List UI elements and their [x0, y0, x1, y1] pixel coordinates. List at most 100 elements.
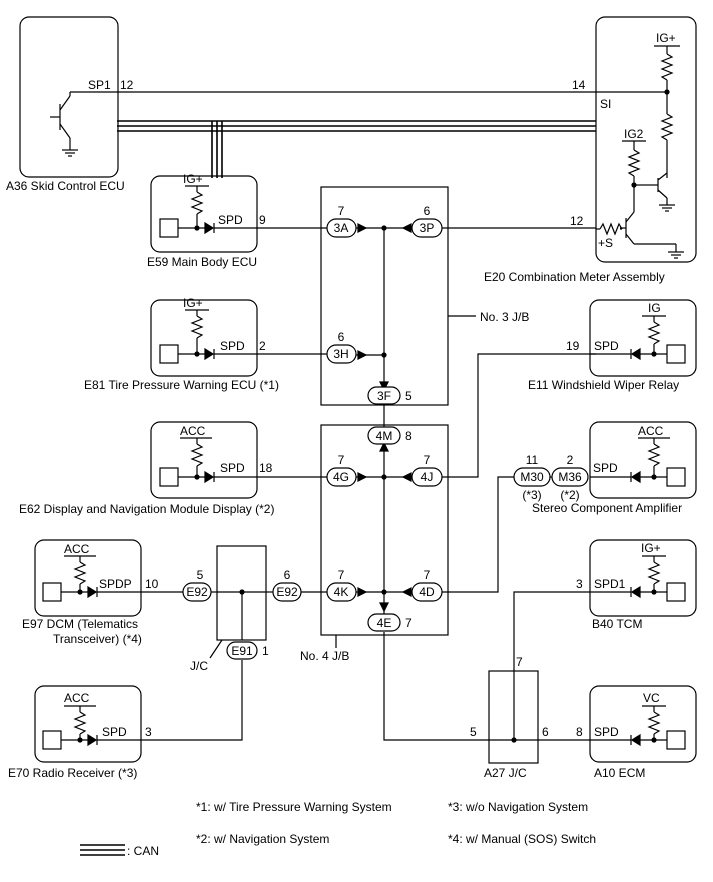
connector-4d-name: 4D — [419, 585, 435, 599]
meter-pin14: 14 — [572, 78, 586, 92]
dcm-label-1: E97 DCM (Telematics — [22, 617, 138, 631]
connector-4j-shape — [411, 467, 443, 487]
connector-m36-name: M36 — [558, 470, 582, 484]
connector-4d-pin: 7 — [424, 568, 431, 582]
main-body-label: E59 Main Body ECU — [147, 255, 257, 269]
a27-internal-wiring — [489, 671, 538, 743]
ecm-box — [589, 685, 697, 763]
note-3: *3: w/o Navigation System — [448, 800, 588, 814]
jb4-to-a27-wire — [383, 632, 489, 741]
dcm-acc: ACC — [64, 542, 90, 556]
stereo-amp-box — [589, 421, 697, 499]
radio-spd: SPD — [102, 725, 127, 739]
note-1: *1: w/ Tire Pressure Warning System — [196, 800, 392, 814]
connector-4g-name: 4G — [333, 470, 349, 484]
tpw-label: E81 Tire Pressure Warning ECU (*1) — [84, 378, 279, 392]
jc-e-label: J/C — [190, 659, 208, 673]
connector-4k-shape — [326, 582, 357, 602]
connector-4j-name: 4J — [421, 470, 434, 484]
connector-e91-pin: 1 — [262, 644, 269, 658]
ecm-spd: SPD — [594, 725, 619, 739]
skid-transistor-symbol — [50, 91, 118, 157]
tcm-label: B40 TCM — [592, 617, 642, 631]
display-label: E62 Display and Navigation Module Displa… — [19, 502, 274, 516]
main-body-ecu-circuit — [159, 185, 257, 238]
a27-pin5: 5 — [470, 725, 477, 739]
wiper-label: E11 Windshield Wiper Relay — [528, 378, 679, 392]
connector-3p-shape — [411, 218, 443, 238]
connector-e91-shape — [226, 641, 258, 660]
tcm-circuit — [590, 555, 686, 602]
can-bus — [117, 120, 596, 178]
connector-3a-pin: 7 — [338, 204, 345, 218]
amp-label: Stereo Component Amplifier — [532, 501, 682, 515]
jb4-label: No. 4 J/B — [300, 649, 349, 663]
connector-m30-name: M30 — [520, 470, 544, 484]
jb4-to-wiper-wire — [442, 353, 596, 478]
tcm-box — [589, 539, 697, 617]
connector-4m-name: 4M — [376, 429, 393, 443]
radio-receiver-box — [34, 685, 142, 763]
amp-acc: ACC — [638, 424, 664, 438]
meter-ig2-label: IG2 — [624, 127, 644, 141]
connector-4e-pin: 7 — [405, 616, 412, 630]
connector-4m-pin: 8 — [405, 429, 412, 443]
a27-pin7: 7 — [516, 655, 523, 669]
skid-control-ecu-box — [19, 16, 119, 178]
ecm-label: A10 ECM — [594, 766, 645, 780]
meter-internal-circuit — [596, 45, 684, 259]
meter-label: E20 Combination Meter Assembly — [484, 270, 665, 284]
can-legend-label: : CAN — [127, 844, 159, 858]
connector-e92a-name: E92 — [186, 585, 208, 599]
display-pin18: 18 — [259, 461, 273, 475]
tpw-spd: SPD — [220, 339, 245, 353]
connector-m30-note: (*3) — [522, 488, 541, 502]
connector-3f-shape — [367, 386, 401, 405]
jb3-internal-wiring — [356, 223, 412, 392]
connector-4j-pin: 7 — [424, 453, 431, 467]
dcm-label-2: Transceiver) (*4) — [53, 632, 142, 646]
connector-4g-pin: 7 — [338, 453, 345, 467]
wiper-ig: IG — [648, 301, 661, 315]
wiper-spd: SPD — [594, 339, 619, 353]
connector-3f-pin: 5 — [405, 389, 412, 403]
stereo-amp-circuit — [590, 437, 686, 487]
combination-meter-box — [595, 16, 697, 263]
display-spd: SPD — [220, 461, 245, 475]
connector-e92a-shape — [182, 582, 212, 602]
skid-sp1-label: SP1 — [88, 78, 111, 92]
connector-e92b-name: E92 — [276, 585, 298, 599]
connector-3p-pin: 6 — [424, 204, 431, 218]
meter-igplus-label: IG+ — [656, 31, 676, 45]
ecm-circuit — [590, 705, 686, 750]
tpw-igplus: IG+ — [183, 296, 203, 310]
main-body-ecu-box — [150, 175, 258, 253]
skid-pin12: 12 — [120, 78, 134, 92]
display-acc: ACC — [180, 424, 206, 438]
tcm-to-a27-wire — [513, 591, 590, 671]
jb4-internal-wiring — [356, 438, 412, 622]
note-2: *2: w/ Navigation System — [196, 832, 329, 846]
meter-pin12: 12 — [570, 214, 584, 228]
connector-4e-name: 4E — [377, 616, 392, 630]
note-4: *4: w/ Manual (SOS) Switch — [448, 832, 596, 846]
amp-spd: SPD — [593, 461, 618, 475]
meter-si-label: SI — [600, 97, 611, 111]
main-body-igplus: IG+ — [183, 172, 203, 186]
tcm-igplus: IG+ — [641, 541, 661, 555]
tpw-ecu-box — [150, 299, 258, 377]
tpw-ecu-circuit — [159, 309, 257, 364]
can-legend-symbol — [80, 844, 125, 856]
display-module-circuit — [159, 437, 257, 487]
main-body-spd: SPD — [218, 213, 243, 227]
connector-3p-name: 3P — [420, 221, 435, 235]
jc-label-leader — [209, 639, 223, 659]
tpw-pin2: 2 — [259, 339, 266, 353]
connector-3a-shape — [326, 218, 357, 238]
connector-4e-shape — [367, 613, 401, 632]
connector-3h-shape — [326, 344, 357, 364]
a27-label: A27 J/C — [484, 766, 527, 780]
connector-3a-name: 3A — [334, 221, 349, 235]
connector-3h-name: 3H — [333, 347, 348, 361]
